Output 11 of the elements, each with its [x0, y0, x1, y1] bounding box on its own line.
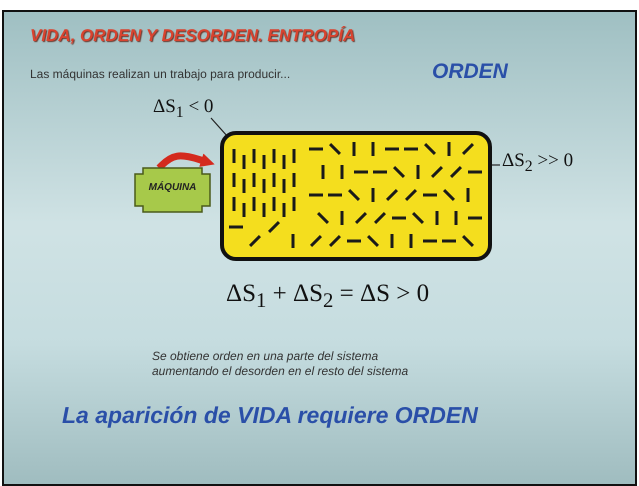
machine-block: MÁQUINA: [135, 168, 210, 212]
intro-text: Las máquinas realizan un trabajo para producir...: [30, 67, 290, 81]
disorder-container: [220, 131, 492, 261]
leader-line: [210, 118, 228, 138]
note-text: Se obtiene orden en una parte del sistema aumentando el desorden en el resto del sistema: [152, 349, 410, 379]
order-heading: ORDEN: [432, 60, 508, 84]
entropy-change-label: ΔS$_{2}$ >> 0: [502, 150, 574, 176]
conclusion-text: La aparición de VIDA requiere ORDEN: [62, 402, 478, 429]
entropy-equation: ΔS$_{1}$ + ΔS$_{2}$ = ΔS > 0: [226, 280, 430, 313]
slide-title: VIDA, ORDEN Y DESORDEN. ENTROPÍA: [30, 26, 356, 46]
entropy-change-label: ΔS$_{1}$ < 0: [153, 96, 214, 120]
